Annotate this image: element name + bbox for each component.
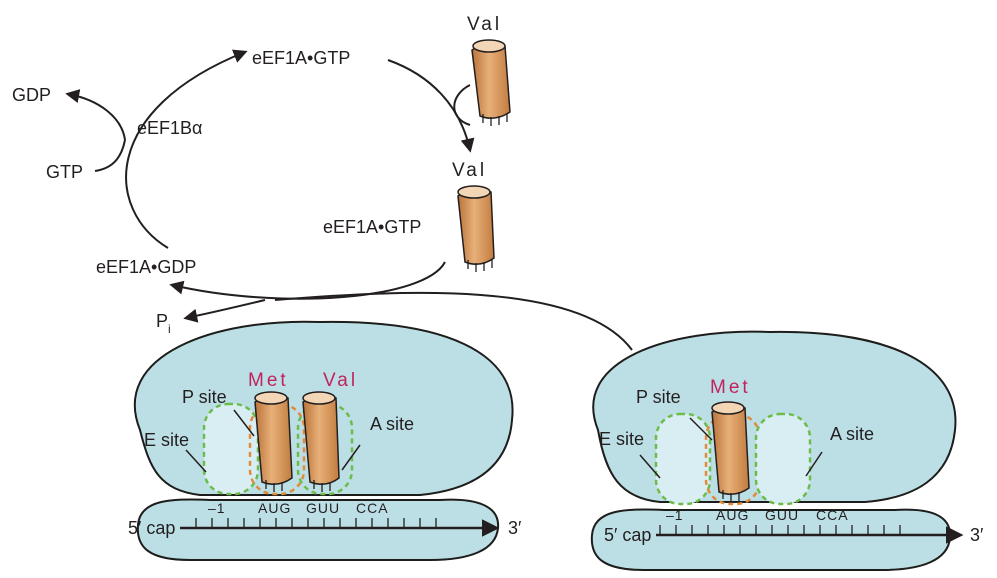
ribosome-right-3prime: 3′ [970,525,984,545]
ribosome-right-minus1: –1 [666,507,684,523]
ribosome-right-met: Met [710,377,751,398]
ribosome-left-met: Met [248,370,289,391]
ribosome-left: P site E site A site Met Val –1 AUG GUU … [128,320,522,561]
label-gtp: GTP [46,162,83,182]
arc-gtp-to-trna [387,59,475,153]
ribosome-left-codon-guu: GUU [306,500,340,516]
ribosome-left-e-site: E site [144,430,189,450]
ribosome-right-cap: 5′ cap [604,525,651,545]
ribosome-left-minus1: –1 [208,500,226,516]
label-top-complex: eEF1A•GTP [252,48,350,68]
ribosome-left-cap: 5′ cap [128,518,175,538]
trna-free-aa: Val [467,14,502,35]
ribosome-right-p-site: P site [636,387,681,407]
ribosome-left-val: Val [323,370,358,391]
trna-bound-aa: Val [452,160,487,181]
label-gdp-complex: eEF1A•GDP [96,257,196,277]
ribosome-right-a-site: A site [830,424,874,444]
ribosome-left-codon-cca: CCA [356,500,389,516]
cycle-arrows [65,49,633,351]
ribosome-right-codon-guu: GUU [765,507,799,523]
connector-right-ribosome [274,291,633,351]
trna-join-hook [453,84,471,126]
trna-free: Val [467,14,511,126]
arrow-gdp-out [65,89,126,141]
label-eef1b: eEF1Bα [137,118,202,138]
label-bound-complex: eEF1A•GTP [323,217,421,237]
ribosome-right: P site E site A site Met –1 AUG GUU CCA … [590,330,984,571]
ribosome-right-e-site: E site [599,429,644,449]
label-phosphate: Pi [156,311,171,336]
arc-gdp-to-gtp [125,49,248,249]
ribosome-left-3prime: 3′ [508,518,522,538]
label-gdp: GDP [12,85,51,105]
ribosome-left-codon-aug: AUG [258,500,291,516]
arrow-pi [183,299,266,323]
ribosome-left-p-site: P site [182,387,227,407]
arrow-gtp-in [94,139,126,172]
ribosome-right-codon-cca: CCA [816,507,849,523]
trna-bound: Val [452,160,495,272]
ribosome-left-a-site: A site [370,414,414,434]
ribosome-right-codon-aug: AUG [716,507,749,523]
arc-to-gdp [169,261,446,300]
